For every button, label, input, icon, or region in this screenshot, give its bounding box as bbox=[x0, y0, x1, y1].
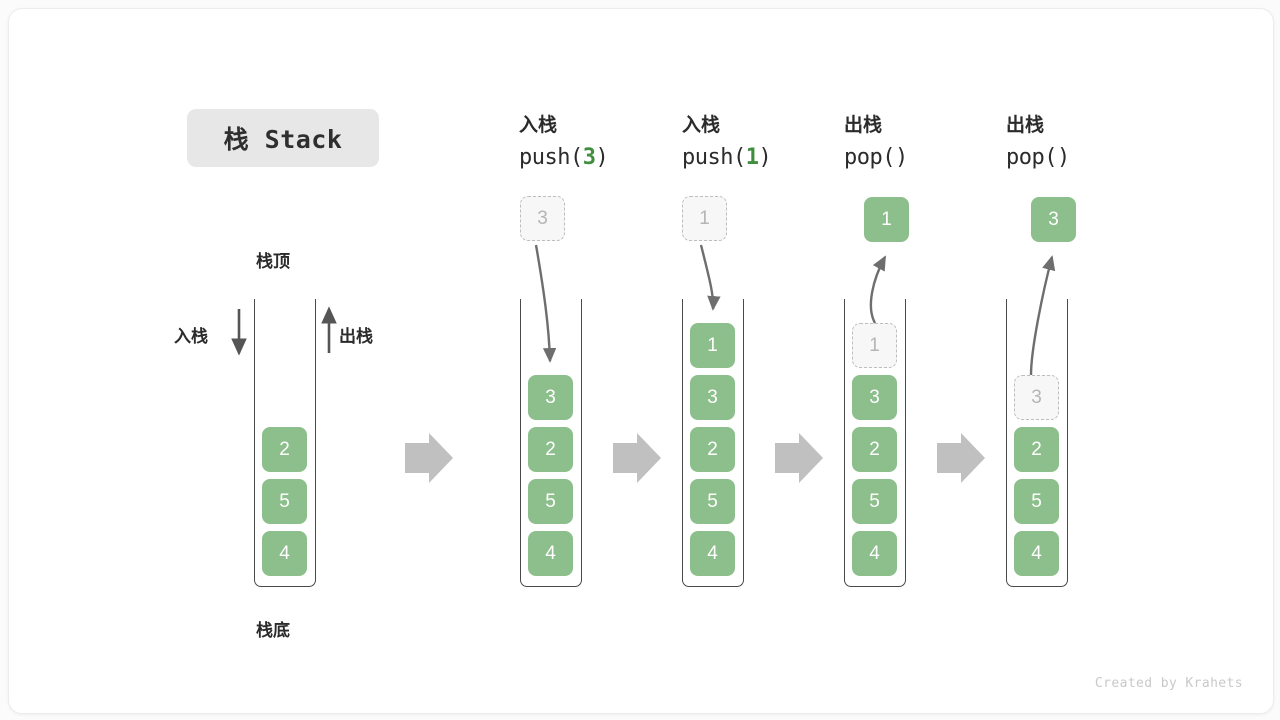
label-stack-top: 栈顶 bbox=[256, 252, 290, 271]
stack-cell: 4 bbox=[852, 531, 897, 576]
stack-cell: 5 bbox=[262, 479, 307, 524]
stack-container-pop-3 bbox=[1006, 299, 1068, 587]
stack-container-push-1 bbox=[682, 299, 744, 587]
column-header-code: pop() bbox=[844, 141, 1034, 175]
stack-cell: 4 bbox=[262, 531, 307, 576]
stack-cell: 1 bbox=[690, 323, 735, 368]
stack-cell: 3 bbox=[690, 375, 735, 420]
code-prefix: push( bbox=[519, 145, 583, 170]
code-prefix: pop( bbox=[1006, 145, 1057, 170]
label-stack-bottom: 栈底 bbox=[256, 621, 290, 640]
pop-result-cell: 1 bbox=[864, 197, 909, 242]
flow-arrow-icon bbox=[775, 433, 823, 483]
incoming-ghost-cell: 1 bbox=[682, 196, 727, 241]
stack-cell: 5 bbox=[528, 479, 573, 524]
code-suffix: ) bbox=[894, 145, 908, 170]
stack-cell: 5 bbox=[690, 479, 735, 524]
code-prefix: push( bbox=[682, 145, 746, 170]
column-header-code: push(1) bbox=[682, 141, 872, 175]
popped-ghost-cell: 1 bbox=[852, 323, 897, 368]
column-header-code: push(3) bbox=[519, 141, 709, 175]
stack-cell: 5 bbox=[1014, 479, 1059, 524]
diagram-panel: 栈 Stack 栈顶 栈底 入栈 出栈 2 5 4 入栈 push(3) 3 3… bbox=[8, 8, 1274, 714]
diagram-stage: 栈 Stack 栈顶 栈底 入栈 出栈 2 5 4 入栈 push(3) 3 3… bbox=[9, 9, 1273, 713]
stack-cell: 5 bbox=[852, 479, 897, 524]
column-header-push-3: 入栈 push(3) bbox=[519, 111, 709, 175]
stack-container-push-3 bbox=[520, 299, 582, 587]
flow-arrow-icon bbox=[405, 433, 453, 483]
code-suffix: ) bbox=[1056, 145, 1070, 170]
stack-container-initial bbox=[254, 299, 316, 587]
diagram-title: 栈 Stack bbox=[187, 109, 379, 167]
stack-cell: 2 bbox=[262, 427, 307, 472]
stack-cell: 2 bbox=[528, 427, 573, 472]
code-prefix: pop( bbox=[844, 145, 895, 170]
stack-cell: 3 bbox=[852, 375, 897, 420]
flow-arrow-icon bbox=[613, 433, 661, 483]
column-header-cn: 出栈 bbox=[1006, 115, 1045, 136]
code-number: 1 bbox=[745, 145, 759, 170]
stack-cell: 3 bbox=[528, 375, 573, 420]
column-header-cn: 入栈 bbox=[519, 115, 558, 136]
stack-cell: 4 bbox=[1014, 531, 1059, 576]
column-header-code: pop() bbox=[1006, 141, 1196, 175]
label-pop-side: 出栈 bbox=[339, 327, 373, 346]
stack-cell: 2 bbox=[690, 427, 735, 472]
flow-arrow-icon bbox=[937, 433, 985, 483]
column-header-pop-1: 出栈 pop() bbox=[844, 111, 1034, 175]
column-header-pop-3: 出栈 pop() bbox=[1006, 111, 1196, 175]
column-header-cn: 出栈 bbox=[844, 115, 883, 136]
code-suffix: ) bbox=[758, 145, 772, 170]
code-number: 3 bbox=[582, 145, 596, 170]
column-header-cn: 入栈 bbox=[682, 115, 721, 136]
incoming-ghost-cell: 3 bbox=[520, 196, 565, 241]
stack-cell: 4 bbox=[690, 531, 735, 576]
pop-result-cell: 3 bbox=[1031, 197, 1076, 242]
stack-cell: 2 bbox=[1014, 427, 1059, 472]
popped-ghost-cell: 3 bbox=[1014, 375, 1059, 420]
column-header-push-1: 入栈 push(1) bbox=[682, 111, 872, 175]
stack-cell: 2 bbox=[852, 427, 897, 472]
code-suffix: ) bbox=[595, 145, 609, 170]
stack-cell: 4 bbox=[528, 531, 573, 576]
stack-container-pop-1 bbox=[844, 299, 906, 587]
label-push-side: 入栈 bbox=[174, 327, 208, 346]
credit-text: Created by Krahets bbox=[1094, 676, 1243, 691]
